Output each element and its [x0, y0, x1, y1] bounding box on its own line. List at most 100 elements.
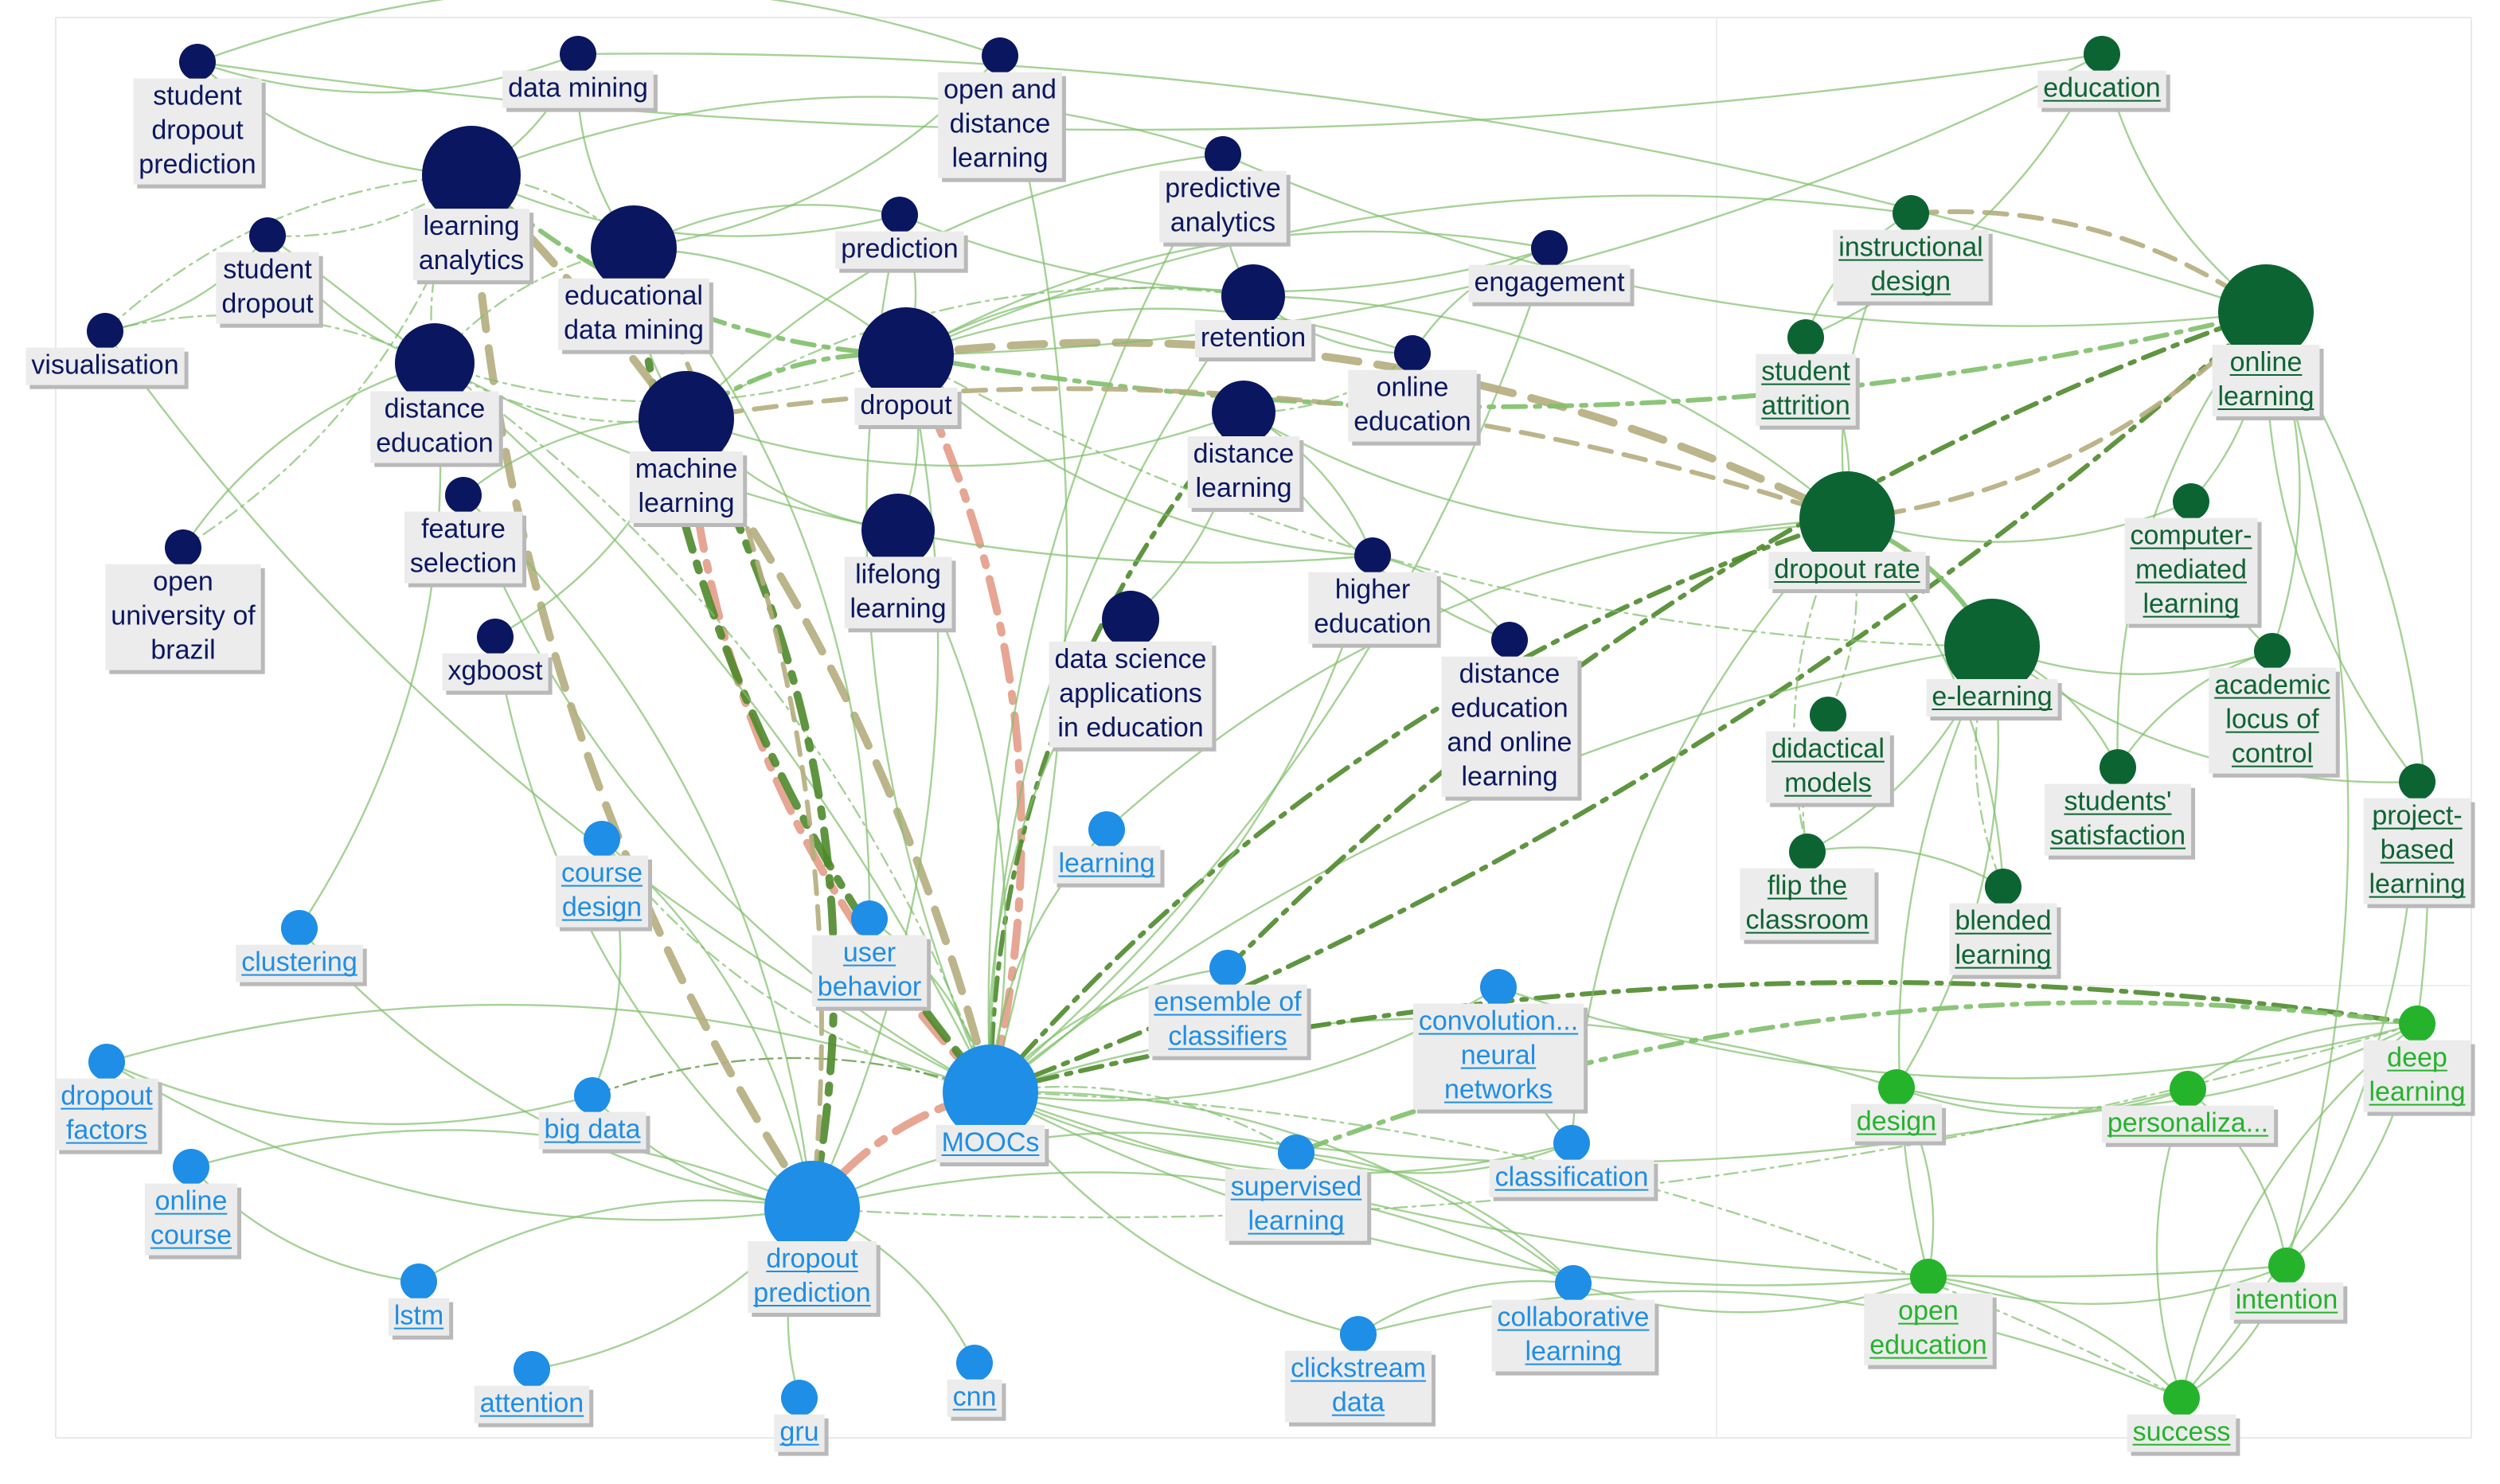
node-success[interactable]: success [2127, 1380, 2240, 1456]
node-circle[interactable] [781, 1380, 818, 1416]
node-circle[interactable] [179, 44, 216, 80]
node-circle[interactable] [281, 910, 318, 947]
node-moocs[interactable]: MOOCs [936, 1045, 1049, 1166]
node-circle[interactable] [1944, 599, 2040, 694]
node-design[interactable]: design [1850, 1069, 1947, 1146]
node-circle[interactable] [2170, 1071, 2206, 1107]
node-circle[interactable] [1491, 622, 1528, 658]
node-circle[interactable] [87, 313, 123, 350]
node-circle[interactable] [173, 1149, 209, 1185]
node-circle[interactable] [1893, 195, 1929, 232]
node-intention[interactable]: intention [2229, 1248, 2348, 1324]
node-circle[interactable] [395, 323, 475, 403]
node-circle[interactable] [1799, 471, 1895, 567]
node-circle[interactable] [88, 1044, 125, 1080]
node-circle[interactable] [1985, 869, 2021, 905]
node-lstm[interactable]: lstm [388, 1263, 454, 1340]
node-circle[interactable] [2254, 633, 2291, 670]
node-e-learning[interactable]: e-learning [1926, 599, 2062, 721]
node-circle[interactable] [422, 126, 521, 225]
node-circle[interactable] [1221, 264, 1285, 328]
node-prediction[interactable]: prediction [835, 197, 968, 273]
node-attention[interactable]: attention [474, 1351, 594, 1427]
node-circle[interactable] [2173, 483, 2209, 520]
node-cnn[interactable]: cnn [947, 1345, 1006, 1421]
node-personalization[interactable]: personaliza... [2101, 1071, 2279, 1147]
node-circle[interactable] [249, 217, 286, 254]
node-circle[interactable] [982, 37, 1018, 74]
node-circle[interactable] [851, 900, 888, 937]
node-circle[interactable] [2163, 1380, 2200, 1416]
node-circle[interactable] [1789, 834, 1826, 870]
node-circle[interactable] [639, 371, 734, 467]
node-circle[interactable] [956, 1345, 993, 1381]
node-circle[interactable] [477, 619, 514, 655]
node-circle[interactable] [943, 1045, 1038, 1140]
node-circle[interactable] [1553, 1125, 1590, 1162]
node-circle[interactable] [574, 1077, 611, 1114]
node-circle[interactable] [1278, 1134, 1314, 1171]
node-circle[interactable] [1394, 335, 1431, 372]
node-engagement[interactable]: engagement [1468, 230, 1635, 307]
node-circle[interactable] [1102, 591, 1159, 648]
node-circle[interactable] [881, 197, 918, 233]
node-students-satisfaction[interactable]: students'satisfaction [2044, 749, 2196, 860]
node-circle[interactable] [560, 36, 596, 72]
node-learning[interactable]: learning [1053, 811, 1165, 888]
node-circle[interactable] [400, 1263, 437, 1300]
node-education[interactable]: education [2037, 36, 2170, 112]
node-circle[interactable] [764, 1161, 860, 1256]
node-visualisation[interactable]: visualisation [25, 313, 189, 389]
node-circle[interactable] [1910, 1259, 1947, 1295]
node-data-mining[interactable]: data mining [502, 36, 658, 112]
node-circle[interactable] [2100, 749, 2136, 786]
node-circle[interactable] [2218, 264, 2314, 360]
node-circle[interactable] [1531, 230, 1568, 267]
node-circle[interactable] [1555, 1265, 1592, 1302]
node-circle[interactable] [1480, 969, 1517, 1006]
node-circle[interactable] [591, 205, 677, 291]
node-circle[interactable] [1209, 950, 1246, 986]
node-circle[interactable] [584, 821, 620, 857]
node-circle[interactable] [1340, 1316, 1377, 1353]
node-gru[interactable]: gru [774, 1380, 829, 1456]
node-circle[interactable] [1878, 1069, 1915, 1106]
node-circle[interactable] [2399, 1006, 2436, 1042]
node-circle[interactable] [1212, 381, 1275, 444]
node-circle[interactable] [1810, 697, 1846, 733]
node-dropout[interactable]: dropout [854, 307, 962, 429]
node-circle[interactable] [514, 1351, 550, 1388]
node-big-data[interactable]: big data [538, 1077, 650, 1154]
node-circle[interactable] [861, 494, 935, 567]
node-classification[interactable]: classification [1489, 1125, 1658, 1201]
node-circle[interactable] [1205, 136, 1241, 173]
